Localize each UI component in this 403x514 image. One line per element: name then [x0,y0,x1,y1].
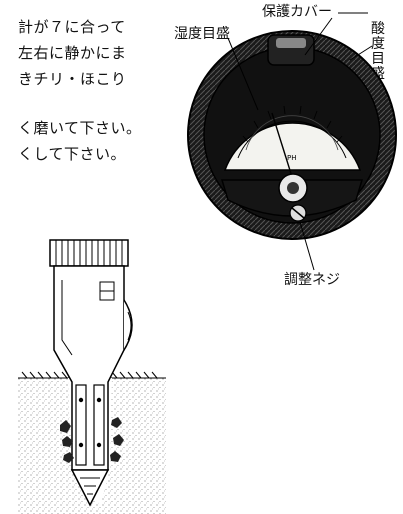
acidity-label-char: 酸 [371,21,385,37]
label-leaders [227,12,373,271]
instruction-line-4: く磨いて下さい。 [18,119,142,137]
adjustment-screw-label: 調整ネジ [284,272,340,288]
ph-mark: PH [287,154,297,162]
soil-meter-drawing: PH [187,30,397,240]
instruction-line-3: きチリ・ほこり [18,70,127,88]
meter-dial-face [223,122,362,171]
meter-needle [271,112,294,181]
acidity-scale-label: 酸 度 目 盛 [370,22,386,82]
probe-tip [70,469,110,507]
acidity-label-char: 度 [371,36,385,52]
instruction-line-2: 左右に静かにま [18,44,127,62]
humidity-scale-label: 湿度目盛 [174,26,230,42]
protective-cover-label: 保護カバー [262,4,332,20]
probe-cap [49,239,129,267]
soil-probe-drawing [18,239,166,514]
acidity-label-char: 目 [371,51,385,67]
instruction-line-1: 計が７に合って [18,18,126,36]
instruction-line-5: くして下さい。 [18,145,127,163]
